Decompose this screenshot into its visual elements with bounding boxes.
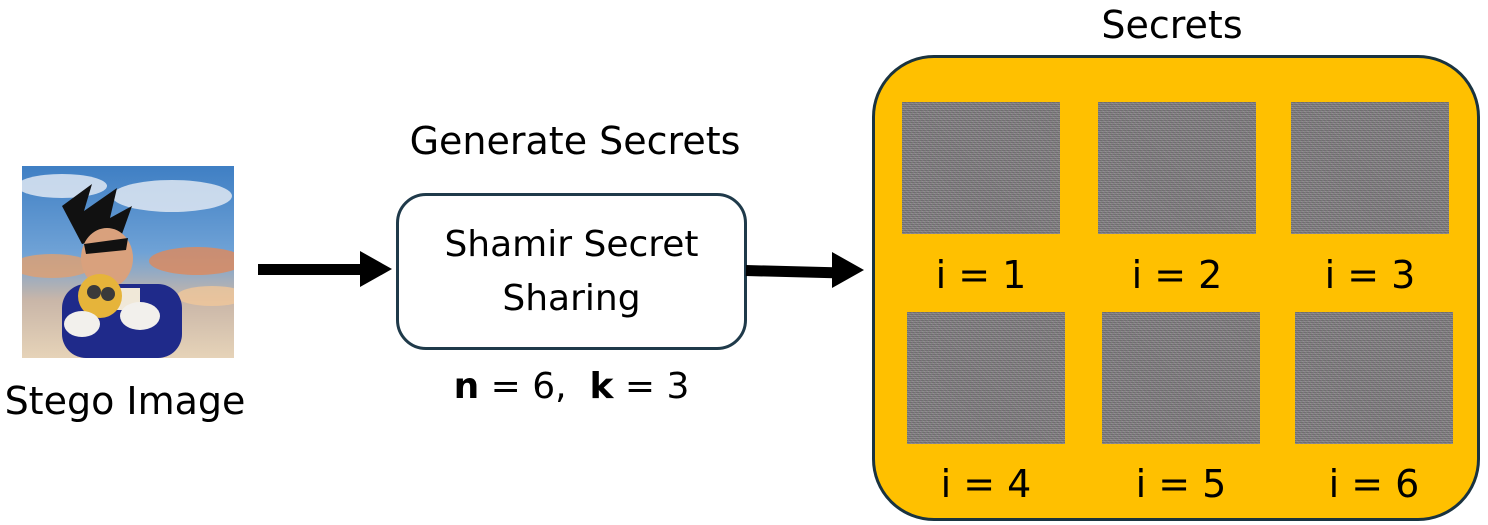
secret-share-6-label: i = 6 [1328,462,1420,506]
secret-share-4 [907,312,1065,444]
shamir-secret-sharing-box: Shamir Secret Sharing [396,193,747,350]
k-symbol: k [589,366,614,407]
generate-secrets-heading: Generate Secrets [409,119,741,163]
secret-share-6 [1295,312,1453,444]
shamir-secret-sharing-label: Shamir Secret Sharing [444,223,699,319]
secret-share-1-label: i = 1 [935,253,1027,297]
secret-share-4-label: i = 4 [940,462,1032,506]
secret-share-3 [1291,102,1449,234]
n-value: = 6, [479,366,590,407]
secrets-panel: i = 1 i = 2 i = 3 i = 4 i = 5 i = 6 [872,55,1480,521]
stego-image-caption: Stego Image [4,379,246,423]
n-symbol: n [453,366,480,407]
secret-share-2-label: i = 2 [1131,253,1223,297]
secret-share-5 [1102,312,1260,444]
stego-image [22,166,234,358]
k-value: = 3 [613,366,690,407]
secret-share-2 [1098,102,1256,234]
secret-share-1 [902,102,1060,234]
secret-share-5-label: i = 5 [1135,462,1227,506]
secret-share-3-label: i = 3 [1324,253,1416,297]
secrets-heading: Secrets [1101,3,1243,47]
sharing-parameters: n = 6, k = 3 [396,362,747,412]
